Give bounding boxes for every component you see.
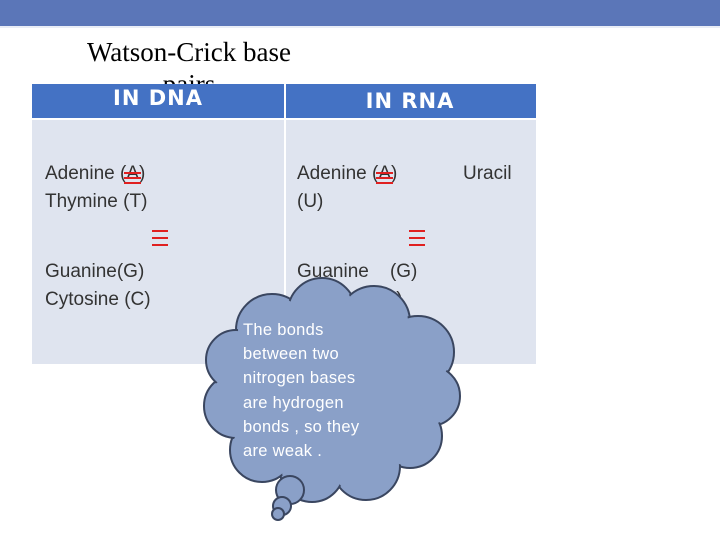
rna-uracil-abbrev: (U): [297, 191, 324, 212]
rna-adenine-line: Adenine (A): [297, 160, 397, 188]
dna-guanine: Guanine(G): [45, 261, 145, 282]
rna-guanine: Guanine (G): [297, 261, 418, 282]
rna-uracil: Uracil: [463, 163, 512, 184]
dna-triple-bond-icon: [152, 230, 168, 248]
cloud-text: The bonds between two nitrogen bases are…: [243, 321, 360, 461]
column-divider: [284, 84, 286, 364]
rna-triple-bond-icon: [409, 230, 425, 248]
slide-title: Watson-Crick base pairs: [86, 37, 292, 84]
dna-cytosine: Cytosine (C): [45, 289, 151, 310]
top-banner: [0, 0, 720, 26]
dna-adenine-letter: A: [124, 160, 142, 188]
top-banner-edge: [0, 26, 720, 28]
dna-adenine-line: Adenine (A): [45, 160, 145, 188]
header-in-dna: IN DNA: [113, 86, 203, 110]
rna-adenine-letter: A: [376, 160, 394, 188]
header-in-rna: IN RNA: [365, 89, 455, 113]
dna-adenine-label: Adenine (: [45, 163, 127, 184]
rna-adenine-label: Adenine (: [297, 163, 379, 184]
dna-thymine: Thymine (T): [45, 191, 148, 212]
